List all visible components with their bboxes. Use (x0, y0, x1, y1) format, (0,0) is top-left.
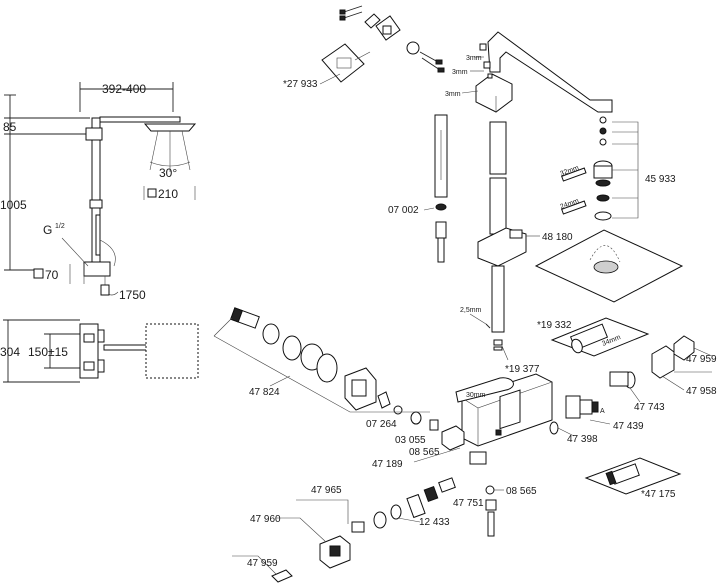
head-shower-arm (487, 31, 613, 113)
shower-arm-assembly: 3mm 3mm 3mm (445, 31, 613, 113)
letter-a: A (600, 408, 605, 415)
column-middle (489, 177, 507, 235)
size-3mm-a: 3mm (466, 55, 482, 62)
head-shower-plate (145, 323, 199, 379)
head-shower (143, 123, 197, 132)
bottom-parts: 47 965 47 751 12 433 47 960 47 959 08 56… (232, 477, 537, 583)
width-label: 392-400 (102, 82, 146, 96)
box-size-label: 70 (45, 268, 59, 282)
part-47743: 47 743 (634, 402, 665, 413)
part-47960: 47 960 (250, 514, 281, 525)
size-3mm-c: 3mm (445, 91, 461, 98)
part-47958: 47 958 (686, 386, 717, 397)
part-07002: 07 002 (388, 205, 419, 216)
spray-angle-label: 30° (159, 166, 177, 180)
total-height-label: 1005 (0, 198, 27, 212)
part-45933: 45 933 (645, 174, 676, 185)
top-height-label: 85 (3, 120, 17, 134)
thermostat-body-group: 30mm A 47 398 47 439 (455, 373, 644, 465)
hand-shower-holder (89, 199, 103, 209)
column-bracket (85, 127, 103, 141)
column-upper (489, 121, 507, 175)
shower-arm (99, 116, 181, 123)
part-47824: 47 824 (249, 387, 280, 398)
part-48180: 48 180 (542, 232, 573, 243)
part-47965: 47 965 (311, 485, 342, 496)
escutcheon-plate (321, 43, 365, 83)
outlet-pipe (487, 511, 495, 537)
part-08565-b: 08 565 (506, 486, 537, 497)
mixer-outlet (499, 389, 521, 430)
wrench-30mm (455, 377, 514, 403)
arm-connector (475, 73, 513, 113)
cartridge-kit: 34mm *19 332 (537, 317, 650, 357)
hand-shower-washer (435, 203, 447, 211)
part-19377: *19 377 (505, 364, 540, 375)
part-47751: 47 751 (453, 498, 484, 509)
hand-shower (95, 214, 101, 256)
handle-adapter (609, 371, 629, 387)
part-19332: *19 332 (537, 320, 572, 331)
size-2-5mm: 2,5mm (460, 307, 482, 314)
box-symbol (33, 268, 44, 279)
size-30mm: 30mm (466, 392, 486, 399)
part-07264: 07 264 (366, 419, 397, 430)
diverter-cartridge (565, 395, 581, 419)
part-27933: *27 933 (283, 79, 318, 90)
temperature-handle (651, 345, 675, 379)
size-3mm-b: 3mm (452, 69, 468, 76)
part-47398: 47 398 (567, 434, 598, 445)
hose-nut (435, 221, 447, 239)
nut (406, 41, 420, 55)
thermostat-foot (469, 451, 487, 465)
hand-shower-column: 07 002 48 180 2,5mm *19 377 (388, 114, 573, 375)
head-size-label: 210 (158, 187, 178, 201)
part-47175: *47 175 (641, 489, 676, 500)
spindle-extension (351, 521, 365, 533)
threaded-ring (316, 353, 338, 383)
cap (271, 569, 293, 583)
part-47439: 47 439 (613, 421, 644, 432)
head-shower-parts: 45 933 32mm 24mm (534, 116, 684, 303)
part-47959-b: 47 959 (247, 558, 278, 569)
service-kit-47175: *47 175 (584, 457, 682, 500)
wrench-24mm (561, 200, 587, 215)
right-handle-parts: 47 959 47 958 47 743 (609, 335, 717, 413)
dimension-drawing: 85 1005 392-400 30° 210 G 1/2 70 (0, 82, 199, 383)
left-handle-parts: 47 824 07 264 03 055 08 565 47 189 (213, 307, 465, 470)
o-ring (282, 335, 302, 361)
centres-label: 150±15 (28, 345, 68, 359)
thermostat-body (83, 261, 111, 277)
connection-fraction: 1/2 (55, 223, 65, 230)
mount-height-label: 304 (0, 345, 20, 359)
wrench-32mm (561, 167, 587, 182)
wall-bracket-assembly: *27 933 (283, 5, 445, 90)
part-08565-a: 08 565 (409, 447, 440, 458)
part-47189: 47 189 (372, 459, 403, 470)
part-03055: 03 055 (395, 435, 426, 446)
hose-length-label: 1750 (119, 288, 146, 302)
column-lower (491, 265, 505, 333)
valve-cartridge (406, 493, 426, 519)
adapter-ring (262, 323, 280, 345)
connection-label: G (43, 223, 52, 237)
part-12433: 12 433 (419, 517, 450, 528)
part-47959-a: 47 959 (686, 354, 717, 365)
square-symbol (147, 188, 157, 198)
